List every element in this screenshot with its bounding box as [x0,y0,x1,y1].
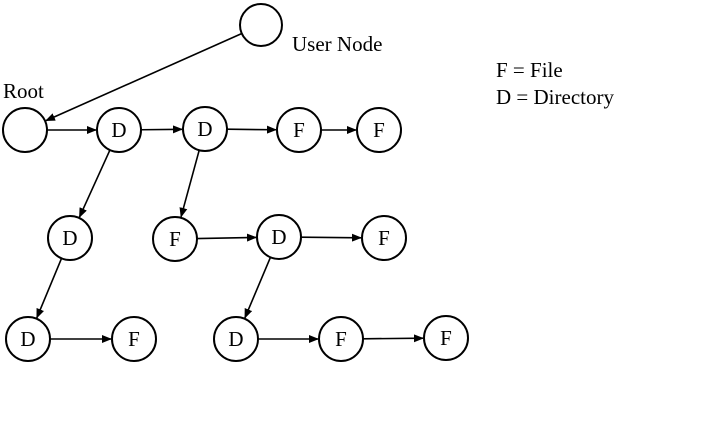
node-circle [182,106,228,152]
user-node-label: User Node [292,32,382,56]
node-circle [96,107,142,153]
legend-file: F = File [496,58,563,82]
node-circle [318,316,364,362]
node-f5: F [111,316,157,362]
edge-d2-to-f3 [179,150,200,218]
edge-d2-to-f1 [226,125,278,134]
node-label: F [293,118,305,142]
node-d3: D [47,215,93,261]
node-circle [356,107,402,153]
node-root [2,107,48,153]
node-label: D [228,327,243,351]
node-f3: F [152,216,198,262]
node-label: F [169,227,181,251]
node-f2: F [356,107,402,153]
root-label: Root [3,79,44,103]
node-circle [111,316,157,362]
edge-f3-to-d4 [196,233,258,242]
edge-d3-to-d5 [36,258,63,319]
edges [36,32,425,343]
node-circle [423,315,469,361]
node-label: F [440,326,452,350]
edge-d1-to-d3 [78,149,111,218]
node-f1: F [276,107,322,153]
edge-f6-to-f7 [362,334,425,343]
node-label: D [20,327,35,351]
node-circle [239,3,283,47]
node-f7: F [423,315,469,361]
node-circle [2,107,48,153]
edge-d4-to-d6 [244,256,272,319]
node-f4: F [361,215,407,261]
legend-directory: D = Directory [496,85,614,109]
node-d2: D [182,106,228,152]
node-circle [213,316,259,362]
node-f6: F [318,316,364,362]
node-label: D [271,225,286,249]
node-label: F [378,226,390,250]
node-d4: D [256,214,302,260]
node-d6: D [213,316,259,362]
node-circle [47,215,93,261]
edge-d4-to-f4 [300,233,363,242]
node-user [239,3,283,47]
node-d1: D [96,107,142,153]
node-circle [276,107,322,153]
node-circle [152,216,198,262]
node-label: F [373,118,385,142]
node-label: F [335,327,347,351]
node-label: D [111,118,126,142]
node-label: D [197,117,212,141]
nodes: D D F F D F D F D F D F F [2,3,469,362]
node-label: F [128,327,140,351]
node-label: D [62,226,77,250]
node-d5: D [5,316,51,362]
edge-user-to-root [45,32,243,122]
node-circle [361,215,407,261]
node-circle [256,214,302,260]
node-circle [5,316,51,362]
